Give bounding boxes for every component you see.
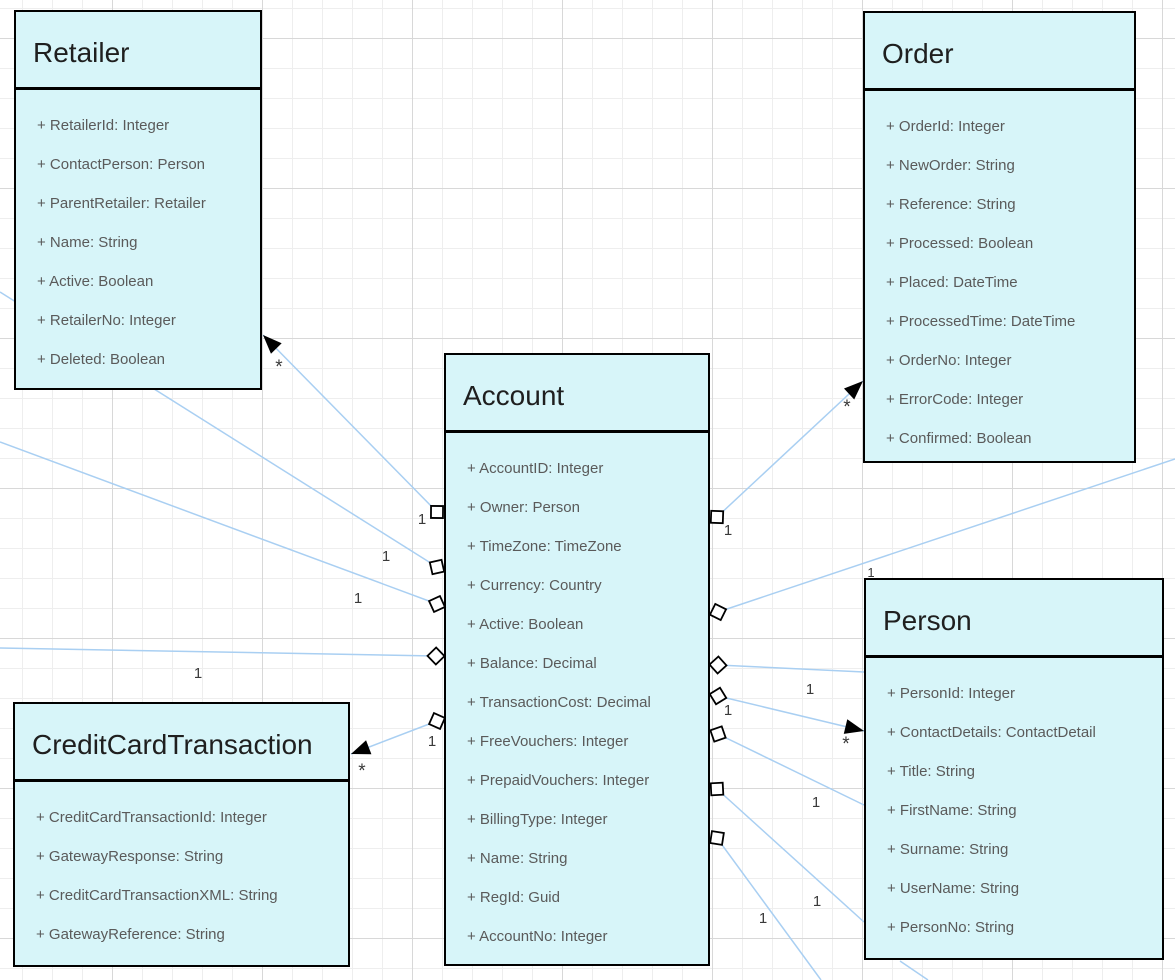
attribute-row: + ErrorCode: Integer bbox=[886, 391, 1024, 408]
attribute-row: + Title: String bbox=[887, 763, 975, 780]
connector-account-person-4[interactable] bbox=[716, 788, 865, 923]
attribute-row: + Reference: String bbox=[886, 196, 1016, 213]
attribute-row: + NewOrder: String bbox=[886, 157, 1015, 174]
attribute-row: + ContactPerson: Person bbox=[37, 156, 206, 173]
connector-account-edge-bottom[interactable] bbox=[716, 837, 822, 980]
connector-account-edge-left-3[interactable] bbox=[0, 647, 437, 657]
class-title: Person bbox=[883, 605, 972, 636]
class-person[interactable]: Person + PersonId: Integer + ContactDetai… bbox=[864, 578, 1164, 960]
attribute-row: + GatewayReference: String bbox=[36, 926, 225, 943]
class-title: Account bbox=[463, 380, 565, 411]
attribute-row: + Active: Boolean bbox=[37, 273, 154, 290]
connector-account-edge-left-2[interactable] bbox=[0, 441, 438, 605]
connector-person-edge-bottom[interactable] bbox=[899, 960, 929, 980]
attribute-row: + ContactDetails: ContactDetail bbox=[887, 724, 1096, 741]
attribute-row: + TimeZone: TimeZone bbox=[467, 538, 622, 555]
class-account[interactable]: Account + AccountID: Integer + Owner: Per… bbox=[444, 353, 710, 966]
attribute-row: + Deleted: Boolean bbox=[37, 351, 166, 368]
attribute-row: + Name: String bbox=[37, 234, 138, 251]
attribute-row: + GatewayResponse: String bbox=[36, 848, 224, 865]
attribute-row: + AccountNo: Integer bbox=[467, 928, 608, 945]
attribute-row: + FirstName: String bbox=[887, 802, 1017, 819]
attribute-row: + Owner: Person bbox=[467, 499, 580, 516]
connector-account-person-3[interactable] bbox=[717, 733, 865, 806]
attribute-row: + Surname: String bbox=[887, 841, 1009, 858]
connector-account-retailer[interactable] bbox=[262, 334, 438, 513]
connector-account-edge-right-1[interactable] bbox=[717, 458, 1175, 613]
attribute-list: + CreditCardTransactionId: Integer + Gate… bbox=[15, 782, 348, 954]
attribute-list: + RetailerId: Integer + ContactPerson: Pe… bbox=[16, 90, 260, 379]
attribute-row: + Currency: Country bbox=[467, 577, 602, 594]
attribute-row: + Name: String bbox=[467, 850, 568, 867]
attribute-row: + Balance: Decimal bbox=[467, 655, 597, 672]
attribute-list: + AccountID: Integer + Owner: Person + Tim… bbox=[446, 433, 708, 956]
attribute-row: + Confirmed: Boolean bbox=[886, 430, 1032, 447]
attribute-list: + PersonId: Integer + ContactDetails: Con… bbox=[866, 658, 1162, 947]
attribute-row: + Placed: DateTime bbox=[886, 274, 1018, 291]
attribute-row: + RetailerId: Integer bbox=[37, 117, 170, 134]
attribute-row: + OrderNo: Integer bbox=[886, 352, 1012, 369]
title-separator bbox=[15, 779, 348, 782]
title-separator bbox=[866, 655, 1162, 658]
attribute-row: + PrepaidVouchers: Integer bbox=[467, 772, 650, 789]
attribute-row: + PersonId: Integer bbox=[887, 685, 1015, 702]
title-separator bbox=[865, 88, 1134, 91]
attribute-row: + ProcessedTime: DateTime bbox=[886, 313, 1076, 330]
attribute-row: + PersonNo: String bbox=[887, 919, 1015, 936]
connector-account-order[interactable] bbox=[716, 380, 864, 518]
class-creditcardtransaction[interactable]: CreditCardTransaction + CreditCardTransa… bbox=[13, 702, 350, 967]
attribute-row: + BillingType: Integer bbox=[467, 811, 608, 828]
class-title: Retailer bbox=[33, 37, 130, 68]
attribute-row: + OrderId: Integer bbox=[886, 118, 1005, 135]
attribute-row: + FreeVouchers: Integer bbox=[467, 733, 629, 750]
connector-account-person-2[interactable] bbox=[717, 695, 865, 732]
connector-account-creditcardtransaction[interactable] bbox=[350, 720, 438, 755]
class-retailer[interactable]: Retailer + RetailerId: Integer + ContactP… bbox=[14, 10, 262, 390]
attribute-row: + CreditCardTransactionXML: String bbox=[36, 887, 278, 904]
attribute-row: + UserName: String bbox=[887, 880, 1020, 897]
class-title: Order bbox=[882, 38, 954, 69]
class-order[interactable]: Order + OrderId: Integer + NewOrder: Stri… bbox=[863, 11, 1136, 463]
attribute-list: + OrderId: Integer + NewOrder: String + Re… bbox=[865, 91, 1134, 458]
attribute-row: + Processed: Boolean bbox=[886, 235, 1034, 252]
connector-account-person-1[interactable] bbox=[717, 664, 865, 673]
attribute-row: + AccountID: Integer bbox=[467, 460, 604, 477]
title-separator bbox=[446, 430, 708, 433]
attribute-row: + CreditCardTransactionId: Integer bbox=[36, 809, 267, 826]
attribute-row: + ParentRetailer: Retailer bbox=[37, 195, 206, 212]
attribute-row: + Active: Boolean bbox=[467, 616, 584, 633]
class-title: CreditCardTransaction bbox=[32, 729, 313, 760]
attribute-row: + TransactionCost: Decimal bbox=[467, 694, 651, 711]
attribute-row: + RetailerNo: Integer bbox=[37, 312, 176, 329]
title-separator bbox=[16, 87, 260, 90]
attribute-row: + RegId: Guid bbox=[467, 889, 560, 906]
